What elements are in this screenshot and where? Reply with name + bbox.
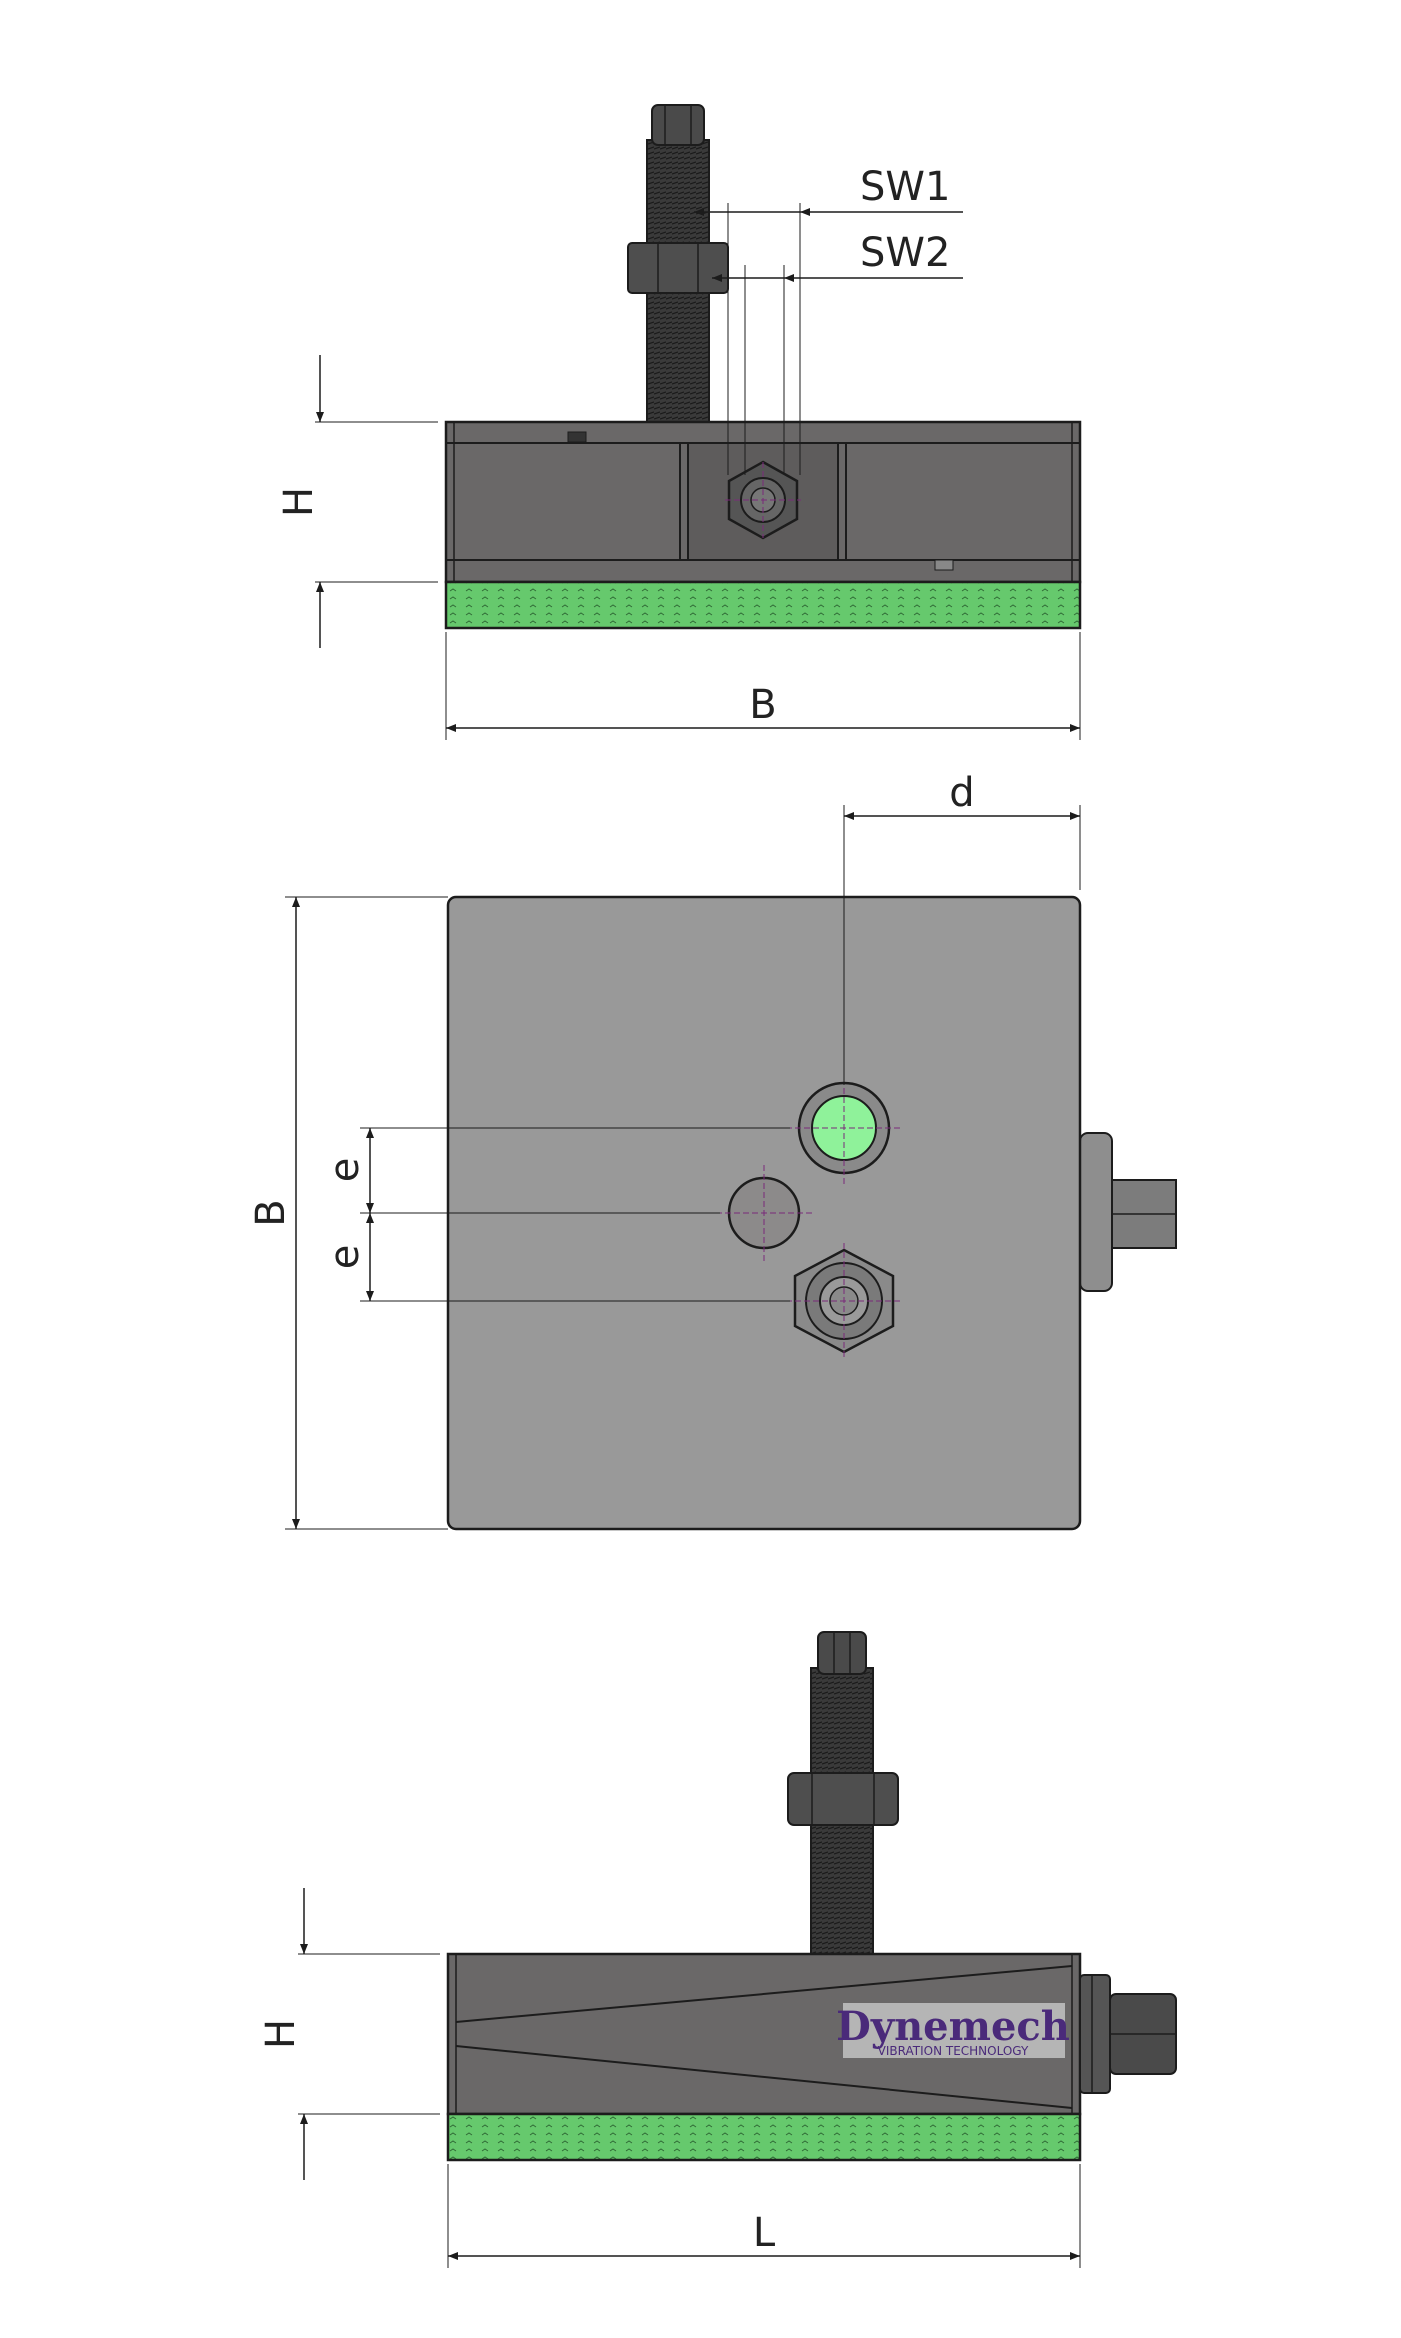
side-lock-nut: [787, 1772, 899, 1826]
logo-background: [843, 2003, 1065, 2058]
sw1-label: SW1: [860, 164, 950, 210]
side-view: Dynemech VIBRATION TECHNOLOGY H L: [258, 1631, 1177, 2268]
b-front-label: B: [749, 682, 776, 728]
side-bolt-washer: [1079, 1974, 1111, 2094]
rubber-pad: [444, 580, 1082, 630]
sw2-label: SW2: [860, 230, 950, 276]
logo-name: Dynemech: [836, 2003, 1070, 2050]
side-stud-cap: [817, 1631, 867, 1675]
e-lower-label: e: [322, 1245, 368, 1270]
front-view: SW1 SW2 H B: [276, 104, 1082, 740]
h-side-label: H: [258, 2019, 304, 2049]
side-rubber-pad: [446, 2112, 1082, 2162]
d-label: d: [949, 770, 974, 816]
b-top-label: B: [248, 1199, 294, 1226]
logo-tagline: VIBRATION TECHNOLOGY: [878, 2044, 1029, 2058]
l-side-label: L: [753, 2210, 776, 2256]
e-upper-label: e: [322, 1158, 368, 1183]
lock-nut: [627, 242, 729, 294]
top-view: d B e e: [248, 770, 1177, 1531]
stud-cap: [651, 104, 705, 146]
h-front-label: H: [276, 487, 322, 517]
side-bolt-flange: [1079, 1132, 1113, 1292]
